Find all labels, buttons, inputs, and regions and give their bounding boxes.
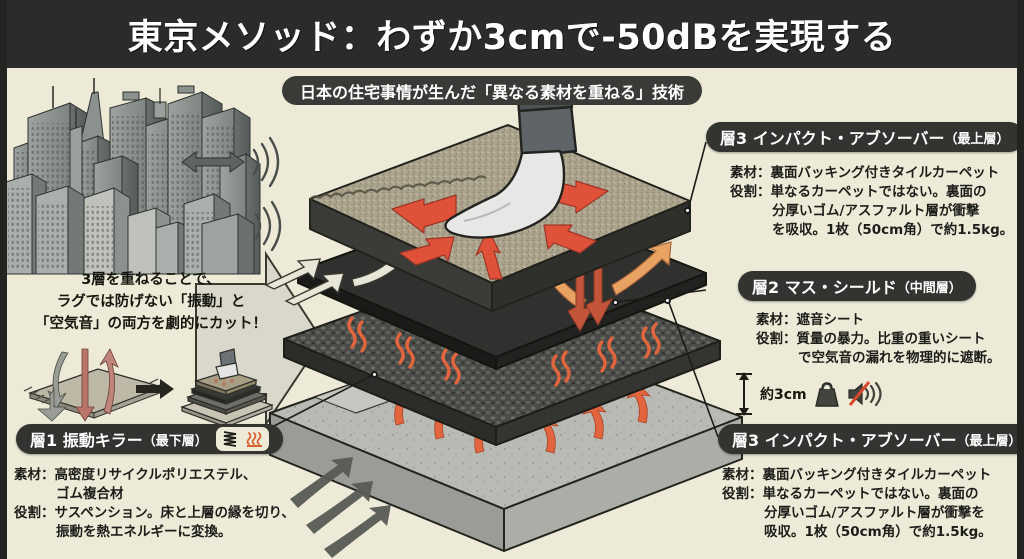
material-value: 高密度リサイクルポリエステル、	[54, 467, 257, 483]
left-frame-edge	[0, 0, 7, 559]
intro-summary-text: 3層を重ねることで、 ラグでは防げない「振動」と 「空気音」の両方を劇的にカット…	[20, 270, 282, 335]
city-skyline-illustration	[5, 78, 306, 278]
callout-body-layer3-top: 素材： 裏面バッキング付きタイルカーペット 役割： 単なるカーペットではない。裏…	[730, 164, 1020, 241]
callout-subtitle-layer3-bottom: （最上層）	[956, 433, 1022, 449]
anchor-dot-layer1	[371, 371, 378, 378]
subtitle-text: 日本の住宅事情が生んだ「異なる素材を重ねる」技術	[300, 82, 685, 102]
callout-subtitle-layer3-top: （最上層）	[944, 131, 1010, 147]
dimension-label: 約3cm	[760, 387, 807, 403]
material-label: 素材：	[756, 312, 797, 328]
heat-conversion-icons	[347, 316, 661, 387]
muted-speaker-icon	[848, 381, 882, 407]
callout-title-layer2: 層2 マス・シールド	[752, 278, 897, 297]
callout-pill-layer1: 層1 振動キラー （最下層）	[16, 424, 283, 454]
subtitle-pill: 日本の住宅事情が生んだ「異なる素材を重ねる」技術	[282, 76, 703, 105]
role-label: 役割：	[14, 505, 55, 522]
transform-arrow-icon	[136, 379, 174, 399]
sound-wave-icon	[254, 200, 282, 252]
impact-dispersion-arrows	[391, 178, 609, 280]
anchor-dot-layer3-top	[684, 207, 691, 214]
callout-body-layer2: 素材： 遮音シート 役割： 質量の暴力。比重の重いシート で空気音の漏れを物理的…	[756, 311, 1024, 368]
role-line-1: 単なるカーペットではない。裏面の	[762, 486, 979, 503]
right-frame-edge	[1017, 0, 1024, 559]
role-line-1: サスペンション。床と上層の縁を切り、	[54, 505, 295, 522]
material-value-2: ゴム複合材	[56, 486, 124, 503]
role-label: 役割：	[730, 184, 771, 201]
role-line-3: 吸収。1枚（50cm角）で約1.5kg。	[764, 524, 992, 541]
material-label: 素材：	[730, 165, 771, 181]
weight-icon	[814, 382, 839, 407]
callout-subtitle-layer2: （中間層）	[896, 280, 962, 296]
before-after-diagram	[10, 335, 310, 430]
callout-pill-layer2: 層2 マス・シールド （中間層）	[738, 271, 976, 301]
thickness-dimension: 約3cm	[735, 372, 882, 416]
header-bar: 東京メソッド：わずか3cmで-50dBを実現する	[0, 0, 1024, 68]
role-line-3: を吸収。1枚（50cm角）で約1.5kg。	[772, 222, 1014, 239]
callout-pill-layer3-top: 層3 インパクト・アブソーバー （最上層）	[706, 122, 1024, 152]
callout-pill-layer3-bottom: 層3 インパクト・アブソーバー （最上層）	[718, 424, 1024, 454]
spring-icon	[223, 431, 236, 447]
callout-title-layer3-bottom: 層3 インパクト・アブソーバー	[732, 431, 957, 450]
bidirectional-arrow	[181, 151, 245, 173]
role-line-2: 分厚いゴム/アスファルト層が衝撃を	[764, 505, 985, 522]
sound-wave-icon	[252, 136, 280, 188]
anchor-dot-layer2	[612, 299, 619, 306]
layer1-icon-badge	[215, 427, 269, 451]
role-line-2: 分厚いゴム/アスファルト層が衝撃	[772, 203, 980, 220]
airborne-sound-arrows	[290, 457, 391, 558]
callout-body-layer1: 素材： 高密度リサイクルポリエステル、 ゴム複合材 役割： サスペンション。床と…	[14, 466, 314, 543]
intro-line-2: ラグでは防げない「振動」と	[56, 293, 246, 310]
heat-waves-icon	[246, 432, 262, 447]
layer-stack-illustration	[250, 93, 770, 558]
after-stack-icon	[180, 348, 274, 428]
role-line-1: 単なるカーペットではない。裏面の	[770, 184, 987, 201]
role-line-2: 振動を熱エネルギーに変換。	[56, 524, 232, 541]
material-label: 素材：	[722, 467, 763, 483]
role-line-2: で空気音の漏れを物理的に遮断。	[798, 350, 1001, 367]
intro-line-1: 3層を重ねることで、	[81, 272, 221, 288]
material-label: 素材：	[14, 467, 55, 483]
callout-title-layer3-top: 層3 インパクト・アブソーバー	[720, 129, 945, 148]
callout-body-layer3-bottom: 素材： 裏面バッキング付きタイルカーペット 役割： 単なるカーペットではない。裏…	[722, 466, 1022, 543]
intro-line-3: 「空気音」の両方を劇的にカット！	[35, 315, 267, 332]
callout-title-layer1: 層1 振動キラー	[30, 431, 143, 450]
dimension-arrow-icon	[736, 372, 752, 416]
role-line-1: 質量の暴力。比重の重いシート	[796, 331, 986, 348]
anchor-dot-layer3-bottom	[664, 297, 671, 304]
role-label: 役割：	[722, 486, 763, 503]
before-rug-icon	[23, 348, 171, 422]
role-label: 役割：	[756, 331, 797, 348]
page-title: 東京メソッド：わずか3cmで-50dBを実現する	[127, 17, 897, 58]
callout-subtitle-layer1: （最下層）	[142, 433, 208, 449]
material-value: 裏面バッキング付きタイルカーペット	[770, 165, 1000, 181]
material-value: 遮音シート	[796, 312, 865, 328]
material-value: 裏面バッキング付きタイルカーペット	[762, 467, 992, 483]
